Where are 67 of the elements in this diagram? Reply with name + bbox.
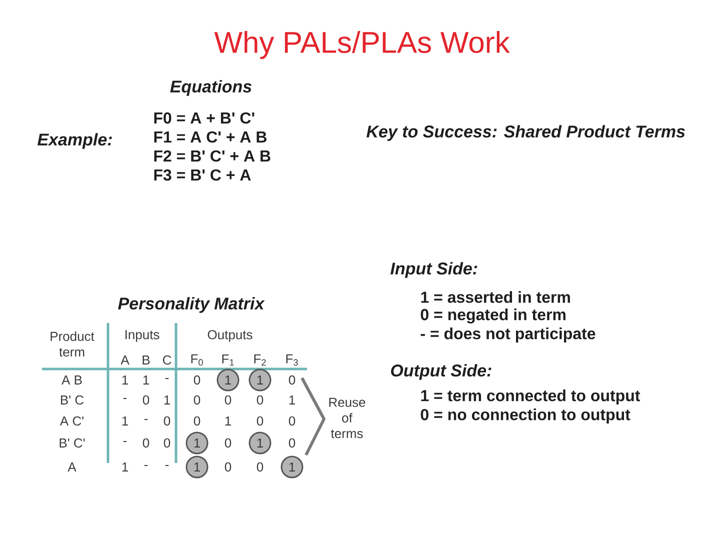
- table-cell: -: [144, 419, 148, 420]
- table-cell: 0: [194, 375, 200, 385]
- column-header: B: [142, 356, 150, 364]
- table-cell: 0: [224, 395, 232, 405]
- table-cell: 0: [224, 462, 232, 472]
- table-cell: B' C': [60, 438, 85, 448]
- table-cell: 1: [143, 376, 149, 384]
- table-cell: 1: [122, 416, 128, 426]
- column-header: F$_{3}$: [286, 354, 298, 366]
- title: Why PALs/PLAs Work: [214, 31, 510, 59]
- table-cell: 1: [225, 416, 231, 426]
- definition-text: 0 = negated in term: [420, 308, 566, 324]
- circled-entry: 1: [216, 368, 240, 392]
- column-header: F$_{0}$: [191, 354, 203, 366]
- table-cell: -: [165, 465, 169, 466]
- table-cell: 1: [122, 462, 128, 472]
- table-cell: -: [123, 441, 127, 442]
- equation: F3 = B' C + A: [154, 169, 251, 181]
- circled-entry: 1: [248, 368, 272, 392]
- table-cell: 0: [256, 395, 264, 405]
- circled-entry: 1: [186, 432, 208, 454]
- key-note: Key to Success: Shared Product Terms: [366, 125, 685, 141]
- table-cell: A: [68, 462, 76, 472]
- equation: F2 = B' C' + A B: [154, 150, 270, 162]
- table-cell: A C': [60, 416, 84, 426]
- table-cell: 1: [289, 396, 295, 404]
- column-header: Product term: [50, 331, 94, 357]
- table-cell: 1: [164, 396, 170, 404]
- table-cell: 0: [164, 416, 170, 426]
- equation: F0 = A + B' C': [154, 112, 254, 124]
- section-heading: Output Side:: [391, 364, 492, 380]
- circled-entry: 1: [248, 432, 272, 454]
- definition-text: 1 = asserted in term: [421, 291, 570, 303]
- section-heading: Input Side:: [390, 262, 478, 278]
- table-cell: -: [144, 465, 148, 466]
- table-cell: 0: [256, 462, 264, 472]
- table-cell: 1: [122, 376, 128, 384]
- section-heading: Personality Matrix: [118, 297, 265, 313]
- table-cell: 0: [142, 438, 150, 448]
- table-cell: -: [165, 378, 169, 380]
- definition-text: 0 = no connection to output: [420, 408, 630, 424]
- table-cell: 0: [256, 416, 264, 426]
- table-cell: 0: [142, 395, 150, 405]
- table-cell: 0: [194, 416, 200, 426]
- table-cell: 0: [288, 438, 296, 448]
- table-cell: 0: [164, 438, 170, 448]
- column-header: A: [120, 356, 130, 364]
- column-header: F$_{2}$: [254, 354, 266, 366]
- circled-entry: 1: [280, 456, 304, 478]
- column-header: Inputs: [126, 330, 160, 342]
- annotation-text: Reuse of terms: [329, 398, 366, 438]
- column-header: C: [162, 355, 172, 365]
- table-cell: -: [123, 398, 127, 400]
- column-header: F$_{1}$: [222, 354, 234, 366]
- column-header: Outputs: [208, 330, 252, 342]
- example-label: Example:: [38, 133, 112, 149]
- table-cell: 0: [194, 395, 200, 405]
- table-cell: 0: [224, 438, 232, 448]
- circled-entry: 1: [186, 456, 208, 478]
- table-cell: A B: [62, 376, 82, 384]
- table-cell: 0: [288, 416, 296, 426]
- table-cell: 0: [288, 375, 296, 385]
- definition-text: 1 = term connected to output: [421, 390, 640, 404]
- section-heading: Equations: [170, 80, 252, 96]
- equation: F1 = A C' + A B: [154, 131, 266, 143]
- table-cell: B' C: [61, 395, 84, 405]
- definition-text: - = does not participate: [420, 328, 596, 342]
